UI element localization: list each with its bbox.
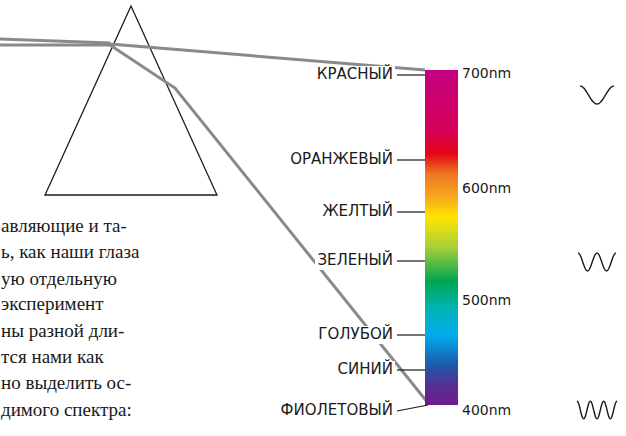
wave-symbol bbox=[578, 253, 616, 271]
text-fragment: ую отдельную bbox=[1, 268, 117, 290]
text-fragment: димого спектра: bbox=[1, 399, 132, 421]
color-label: ГОЛУБОЙ bbox=[316, 326, 395, 343]
wave-symbol bbox=[580, 86, 614, 104]
wave-symbol bbox=[577, 401, 617, 419]
text-fragment: авляющие и та- bbox=[1, 215, 127, 237]
text-fragment: ь, как наши глаза bbox=[1, 241, 139, 263]
text-fragment: эксперимент bbox=[1, 293, 104, 315]
color-label: ФИОЛЕТОВЫЙ bbox=[279, 402, 395, 419]
wavelength-label: 600nm bbox=[462, 180, 511, 196]
wavelength-label: 400nm bbox=[462, 402, 511, 418]
spectrum-bar bbox=[425, 70, 458, 405]
prism bbox=[45, 6, 217, 195]
light-rays bbox=[0, 39, 428, 403]
text-fragment: тся нами как bbox=[1, 346, 104, 368]
label-ticks bbox=[397, 75, 428, 411]
color-label: ОРАНЖЕВЫЙ bbox=[288, 151, 395, 168]
wave-symbols bbox=[577, 86, 617, 419]
color-label: ЗЕЛЕНЫЙ bbox=[315, 252, 395, 269]
text-fragment: ны разной дли- bbox=[1, 320, 124, 342]
wavelength-label: 700nm bbox=[462, 65, 511, 81]
color-label: КРАСНЫЙ bbox=[315, 66, 395, 83]
wavelength-label: 500nm bbox=[462, 292, 511, 308]
color-label: ЖЕЛТЫЙ bbox=[320, 203, 395, 220]
color-label: СИНИЙ bbox=[336, 361, 395, 378]
text-fragment: но выделить ос- bbox=[1, 372, 131, 394]
